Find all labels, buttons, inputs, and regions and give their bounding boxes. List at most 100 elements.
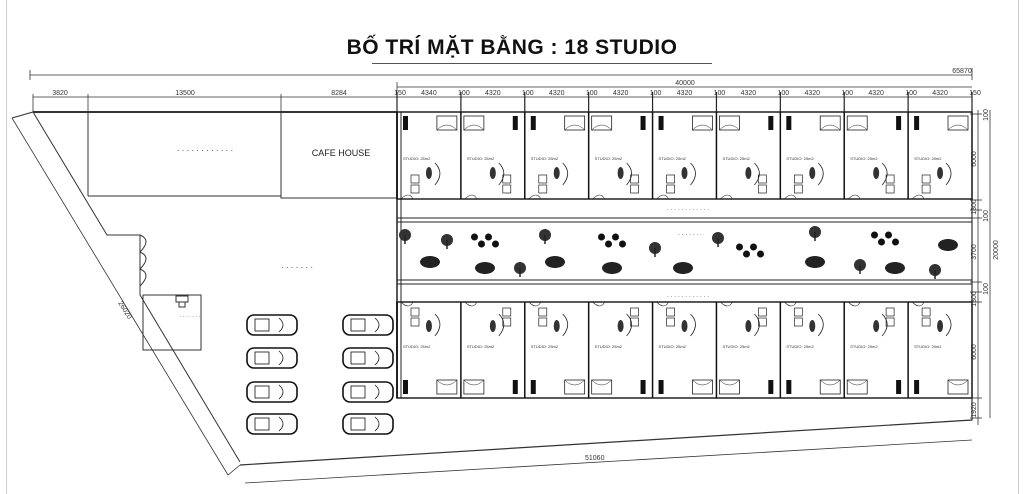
studio-unit: STUDIO: 25m2 [715, 301, 774, 398]
bed-icon [947, 115, 969, 131]
car-window [254, 351, 270, 365]
sink-icon [921, 184, 931, 194]
bed-icon [692, 379, 713, 395]
right-chain-dimension: 1300 [971, 199, 978, 215]
table-icon [681, 320, 688, 332]
studio-chain-dimension: 4320 [677, 90, 693, 97]
studio-block [396, 111, 973, 399]
car-window [350, 318, 366, 332]
car-body [342, 381, 394, 403]
door-swing [591, 379, 612, 386]
flower-icon [878, 238, 885, 246]
studio-unit: STUDIO: 25m2 [651, 301, 713, 398]
sink-icon [757, 184, 767, 194]
door-swing [591, 124, 612, 131]
flower-icon [885, 231, 892, 239]
car-body [342, 413, 394, 435]
chair-icon [881, 162, 888, 186]
flower-icon [605, 240, 612, 248]
door-swing [463, 379, 485, 386]
door-swing [692, 379, 713, 386]
studio-unit: STUDIO: 25m2 [587, 112, 646, 200]
flower-icon [757, 250, 764, 258]
car-icon [246, 381, 298, 403]
shrub-icon [475, 262, 495, 274]
wardrobe-icon [658, 380, 664, 394]
wardrobe-icon [403, 116, 408, 130]
entry-door-icon [848, 194, 861, 200]
door-swing [820, 379, 841, 386]
car-window [350, 417, 366, 431]
table-icon [937, 167, 944, 179]
right-chain-dimension: 6000 [971, 151, 978, 167]
car-body [342, 347, 394, 369]
sink-icon [885, 184, 895, 194]
car-window [350, 351, 366, 365]
cafe-house-label: CAFE HOUSE [312, 148, 371, 158]
studio-unit: STUDIO: 25m2 [715, 112, 774, 200]
entry-door-icon [592, 301, 605, 307]
sink-icon [538, 184, 548, 194]
bed-icon [564, 379, 586, 395]
chair-icon [562, 162, 569, 186]
car-body [246, 347, 298, 369]
svg-text:· · · · · · · · · · · ·: · · · · · · · · · · · · [177, 146, 233, 155]
studio-chain-dimension: 100 [777, 90, 789, 97]
right-chain-dimension: 100 [983, 210, 990, 222]
car-icon [246, 413, 298, 435]
studio-unit: STUDIO: 25m2 [907, 301, 969, 398]
car-windshield [278, 317, 284, 333]
sink-icon [793, 317, 803, 327]
studio-area-label: STUDIO: 25m2 [722, 344, 750, 349]
studio-area-label: STUDIO: 25m2 [850, 344, 878, 349]
table-icon [873, 167, 880, 179]
flower-icon [743, 250, 750, 258]
door-swing [947, 379, 969, 386]
car-window [254, 385, 270, 399]
toilet-icon [666, 307, 675, 317]
studio-block-width-dimension: 40000 [675, 80, 695, 87]
car-icon [342, 347, 394, 369]
sink-icon [630, 184, 639, 194]
svg-text:· · · · · · ·: · · · · · · · [281, 263, 313, 272]
studio-area-label: STUDIO: 25m2 [914, 344, 942, 349]
wardrobe-icon [786, 116, 792, 130]
studio-chain-dimension: 100 [522, 90, 534, 97]
toilet-icon [630, 307, 639, 317]
overall-width-dimension: 65870 [952, 68, 972, 75]
site-boundary [11, 111, 973, 484]
chair-icon [498, 162, 505, 186]
studio-chain-dimension: 100 [714, 90, 726, 97]
chair-icon [690, 313, 696, 337]
wardrobe-icon [530, 380, 536, 394]
flower-icon [598, 233, 605, 241]
car-body [246, 413, 298, 435]
studio-unit: STUDIO: 25m2 [587, 301, 646, 398]
overall-depth-dimension: 20000 [993, 240, 1000, 260]
chair-icon [817, 162, 824, 186]
sink-icon [666, 184, 675, 194]
car-windshield [374, 350, 380, 366]
placeholder-dots: · · · · · · · · · · · · · · · · · · · · … [177, 146, 709, 320]
garden-strip [399, 226, 958, 279]
bed-icon [463, 115, 485, 131]
bed-icon [463, 379, 485, 395]
toilet-icon [757, 174, 767, 184]
shrub-icon [545, 256, 565, 268]
car-icon [246, 314, 298, 336]
wardrobe-icon [768, 380, 774, 394]
wardrobe-icon [658, 116, 664, 130]
studio-unit: STUDIO: 25m2 [843, 301, 902, 398]
entry-door-icon [464, 194, 478, 200]
toilet-icon [538, 174, 548, 184]
wardrobe-icon [786, 380, 792, 394]
toilet-icon [538, 307, 548, 317]
studio-area-label: STUDIO: 25m2 [531, 344, 559, 349]
flower-icon [871, 231, 878, 239]
right-chain-dimension: 100 [983, 109, 990, 121]
door-swing [436, 124, 458, 131]
studio-chain-dimension: 100 [650, 90, 662, 97]
studio-unit: STUDIO: 25m2 [907, 112, 969, 200]
car-window [254, 417, 270, 431]
